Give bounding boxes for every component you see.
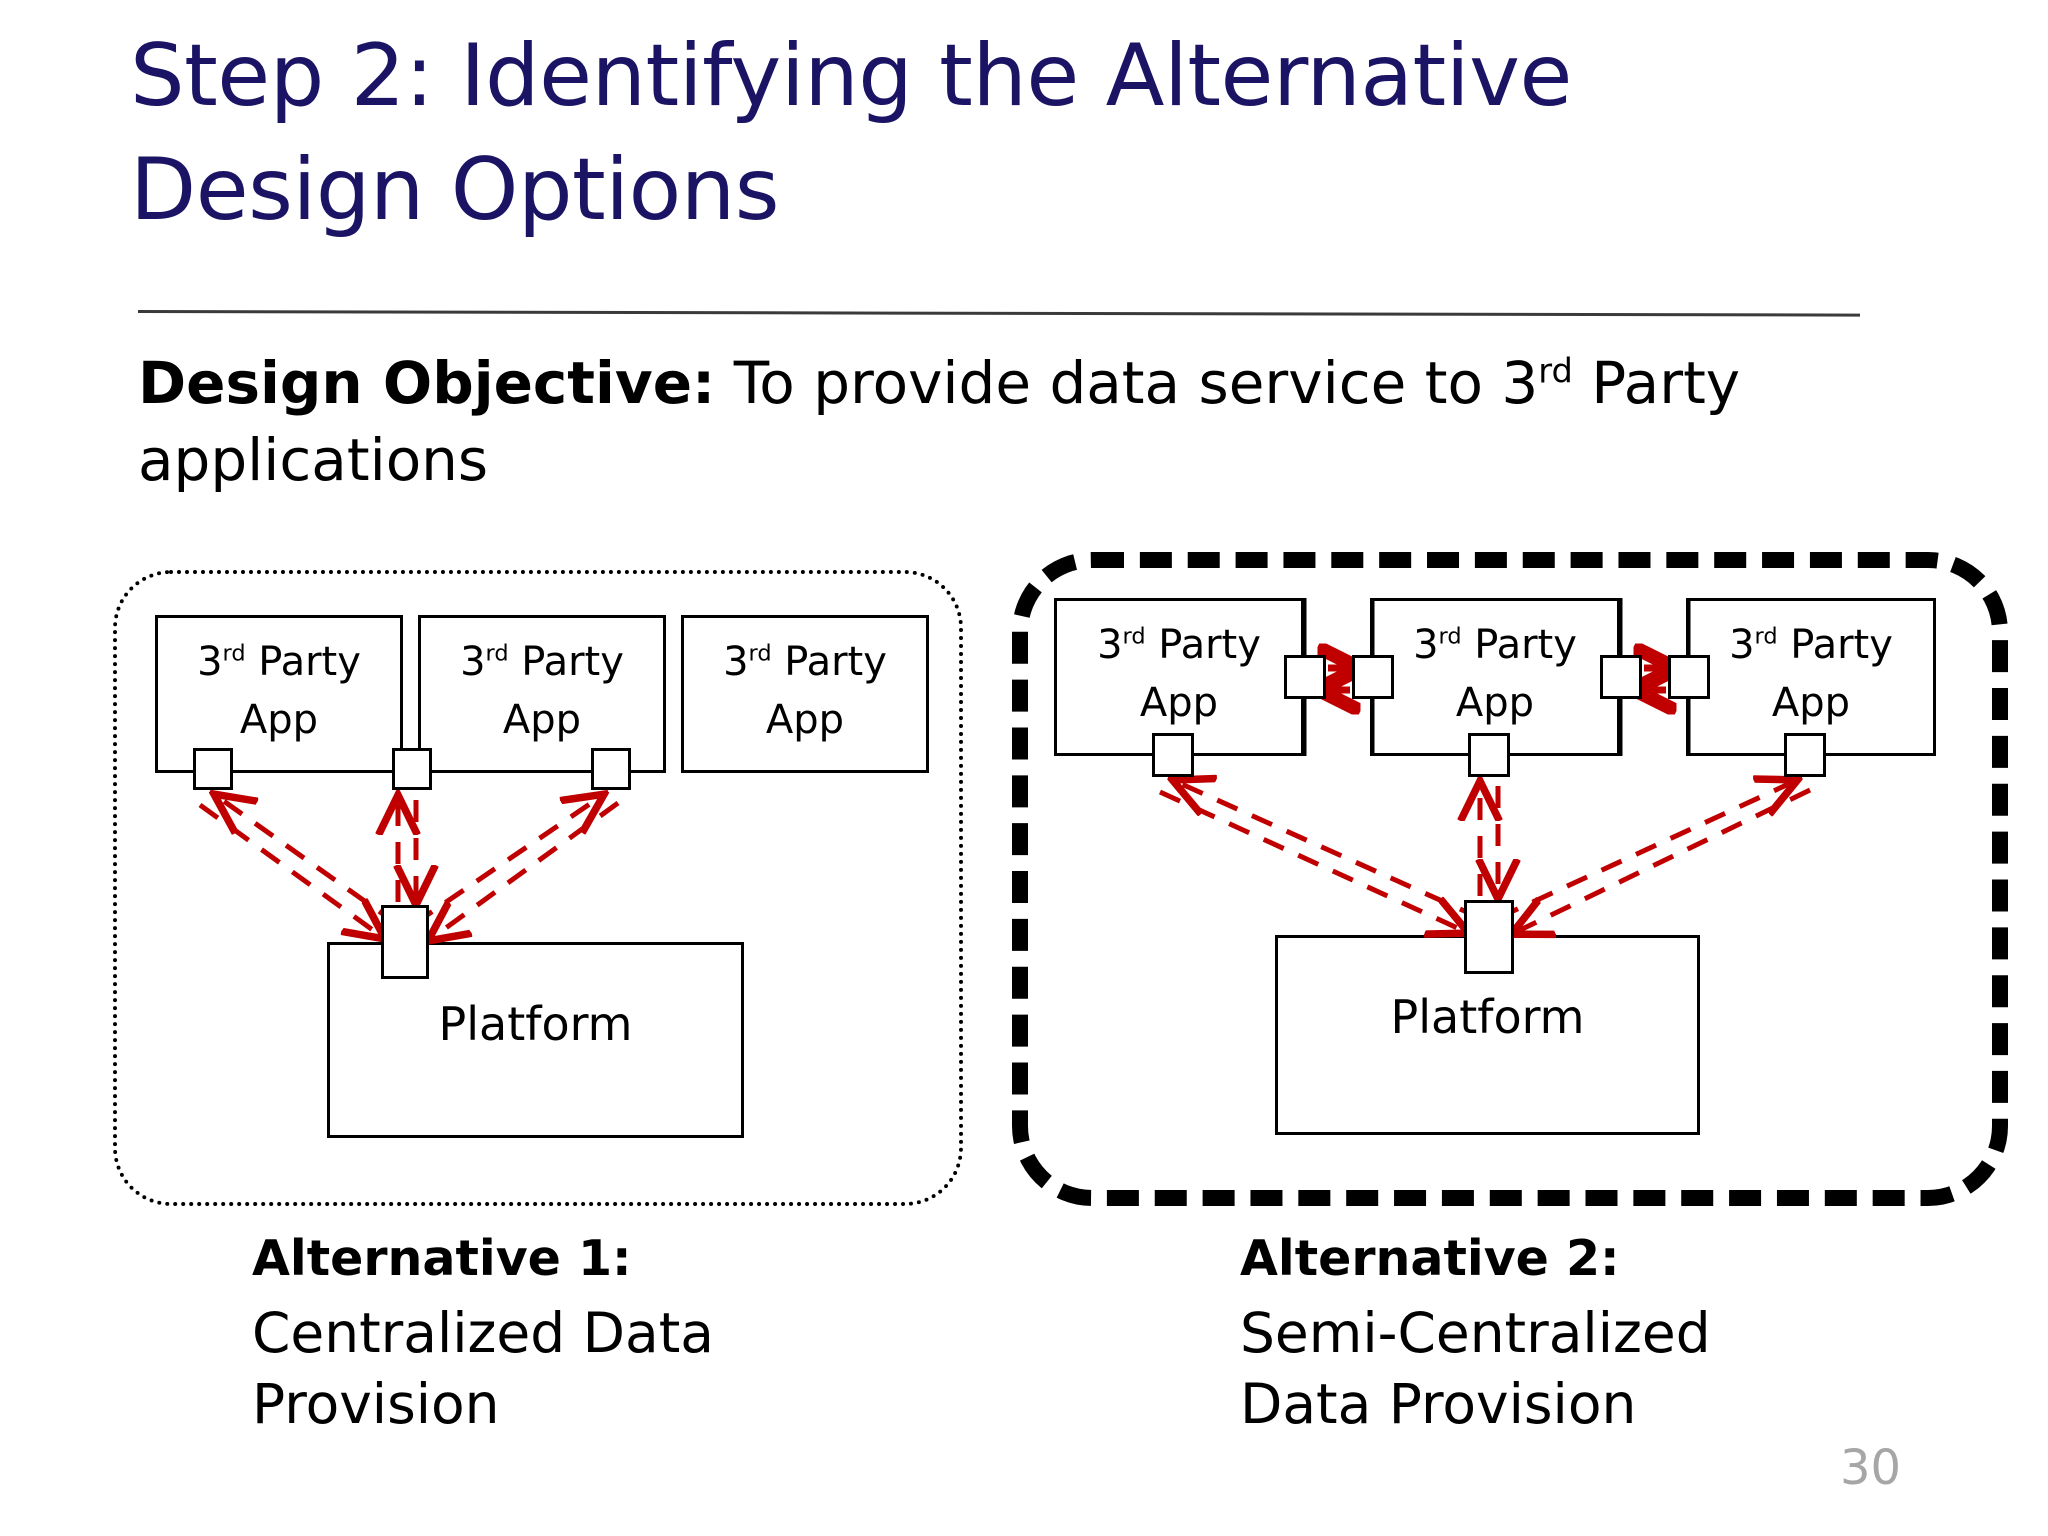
platform-label: Platform (1390, 990, 1585, 1044)
alternative-1-boundary (113, 570, 963, 1206)
app-ordinal-suffix: rd (222, 640, 246, 667)
objective-ordinal-suffix: rd (1538, 351, 1573, 391)
design-objective-text: Design Objective: To provide data servic… (138, 345, 1878, 499)
app-line2-label: App (502, 696, 582, 743)
title-divider (137, 310, 1860, 317)
app-party-label: Party (1777, 622, 1893, 668)
app-box-2-2: 3rd Party App (1370, 598, 1620, 756)
app-port-1-3 (591, 748, 631, 790)
page-title: Step 2: Identifying the Alternative Desi… (130, 26, 1572, 240)
app-ordinal-suffix: rd (1438, 623, 1462, 650)
platform-box-1: Platform (327, 942, 744, 1138)
platform-port-1 (381, 905, 429, 979)
peer-port-2-3-left (1668, 655, 1710, 699)
app-ordinal-suffix: rd (1754, 623, 1778, 650)
peer-port-2-1-right (1284, 655, 1326, 699)
app-line2-label: App (1455, 679, 1535, 726)
alternative-1-caption: Alternative 1: Centralized Data Provisio… (252, 1220, 952, 1439)
objective-text-after: Party applications (138, 349, 1741, 495)
app-digit: 3 (460, 639, 486, 685)
app-line2-label: App (1771, 679, 1851, 726)
platform-box-2: Platform (1275, 935, 1700, 1135)
app-box-1-2: 3rd Party App (418, 615, 666, 773)
app-digit: 3 (1729, 622, 1755, 668)
peer-port-2-2-left (1352, 655, 1394, 699)
app-ordinal-suffix: rd (1122, 623, 1146, 650)
app-digit: 3 (723, 639, 749, 685)
app-party-label: Party (1461, 622, 1577, 668)
app-box-1-3: 3rd Party App (681, 615, 929, 773)
page-number: 30 (1840, 1440, 1902, 1496)
app-port-2-3 (1784, 733, 1826, 777)
alternative-2-heading: Alternative 2: (1240, 1230, 1620, 1287)
peer-port-2-2-right (1600, 655, 1642, 699)
objective-text-before: To provide data service to 3 (715, 349, 1539, 417)
app-party-label: Party (245, 639, 361, 685)
app-box-2-3: 3rd Party App (1686, 598, 1936, 756)
app-party-label: Party (1145, 622, 1261, 668)
app-digit: 3 (197, 639, 223, 685)
objective-lead-label: Design Objective: (138, 349, 716, 417)
app-port-2-1 (1152, 733, 1194, 777)
app-box-1-1: 3rd Party App (155, 615, 403, 773)
alternative-1-heading: Alternative 1: (252, 1230, 632, 1287)
alternative-1-body: Centralized Data Provision (252, 1301, 714, 1436)
app-ordinal-suffix: rd (485, 640, 509, 667)
alternative-2-boundary (1012, 552, 2008, 1206)
app-port-1-2 (392, 748, 432, 790)
alternative-2-caption: Alternative 2: Semi-Centralized Data Pro… (1240, 1220, 2000, 1439)
app-ordinal-suffix: rd (748, 640, 772, 667)
app-box-2-1: 3rd Party App (1054, 598, 1304, 756)
app-party-label: Party (771, 639, 887, 685)
app-line2-label: App (1139, 679, 1219, 726)
app-port-2-2 (1468, 733, 1510, 777)
app-party-label: Party (508, 639, 624, 685)
app-digit: 3 (1097, 622, 1123, 668)
platform-label: Platform (438, 997, 633, 1051)
app-port-1-1 (193, 748, 233, 790)
app-line2-label: App (765, 696, 845, 743)
platform-port-2 (1464, 900, 1514, 974)
app-line2-label: App (239, 696, 319, 743)
app-digit: 3 (1413, 622, 1439, 668)
alternative-2-body: Semi-Centralized Data Provision (1240, 1301, 1711, 1436)
